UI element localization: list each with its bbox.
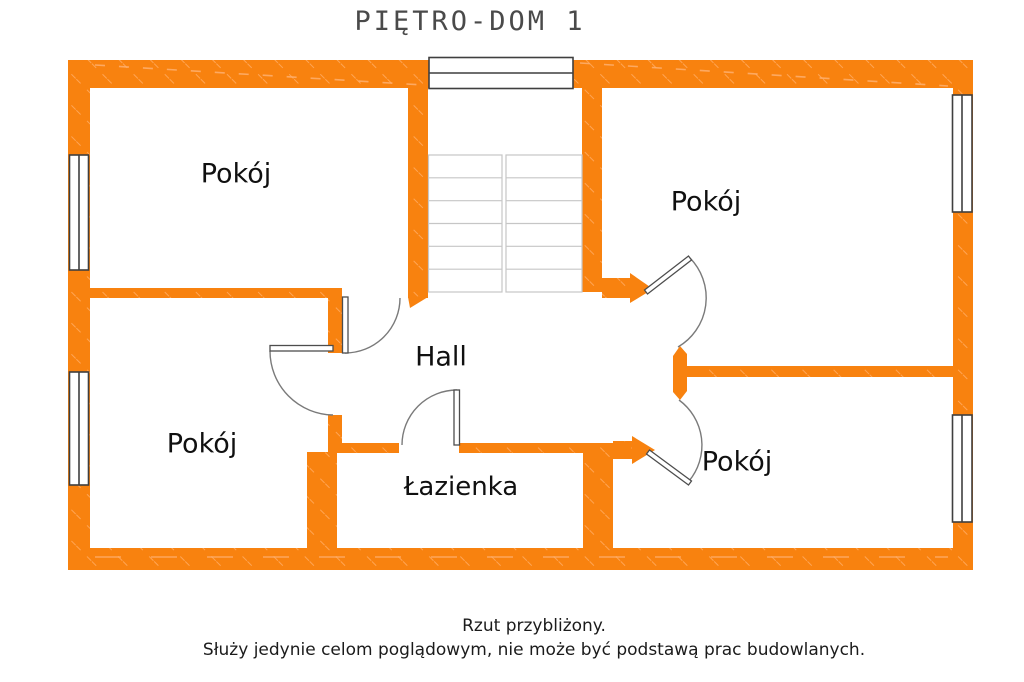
plan-title: PIĘTRO-DOM 1 bbox=[354, 6, 586, 37]
wall-bathroom-top-right-segment bbox=[459, 443, 613, 453]
room-label-pokoj-top-right: Pokój bbox=[670, 186, 742, 218]
walls bbox=[68, 60, 973, 570]
stair-treads-right bbox=[506, 177, 582, 270]
room-label-pokoj-bottom-right: Pokój bbox=[701, 446, 773, 478]
window-right-upper bbox=[951, 94, 973, 213]
doors bbox=[269, 255, 707, 486]
wall-cap-stairwell-left bbox=[408, 297, 428, 308]
room-label-lazienka: Łazienka bbox=[403, 472, 519, 502]
wall-hatch-line bbox=[94, 64, 424, 86]
wall-stairwell-right bbox=[582, 88, 602, 292]
wall-stub-right-doors bbox=[673, 346, 687, 400]
wall-hall-west-upper bbox=[328, 293, 342, 353]
wall-bathroom-right bbox=[583, 443, 613, 548]
wall-right-rooms-divider bbox=[687, 366, 953, 377]
wall-arrow-cap-top bbox=[630, 273, 653, 303]
wall-bathroom-top-left-segment bbox=[330, 443, 399, 453]
room-label-pokoj-bottom-left: Pokój bbox=[166, 428, 238, 460]
window-left-lower bbox=[68, 371, 90, 486]
window-right-lower bbox=[951, 414, 973, 523]
wall-hall-southeast bbox=[613, 441, 632, 459]
windows bbox=[68, 56, 973, 523]
door-pokoj-top-right bbox=[643, 255, 707, 348]
door-pokoj-bottom-left bbox=[269, 344, 334, 416]
room-label-pokoj-top-left: Pokój bbox=[200, 158, 272, 190]
disclaimer-line-2: Służy jedynie celom poglądowym, nie może… bbox=[202, 640, 866, 660]
staircase bbox=[427, 154, 583, 293]
wall-arrow-cap-bottom bbox=[632, 436, 655, 464]
disclaimer: Rzut przybliżony. Służy jedynie celom po… bbox=[0, 614, 1024, 662]
window-left-upper bbox=[68, 154, 90, 271]
room-label-hall: Hall bbox=[415, 341, 467, 373]
window-top bbox=[428, 56, 574, 90]
wall-stairwell-left bbox=[408, 88, 428, 298]
disclaimer-line-1: Rzut przybliżony. bbox=[462, 616, 606, 636]
wall-bathroom-left bbox=[307, 452, 337, 548]
door-lazienka bbox=[401, 389, 461, 446]
wall-bottom-exterior bbox=[68, 548, 973, 570]
stair-treads-left bbox=[428, 177, 502, 270]
wall-hall-northeast bbox=[602, 278, 630, 298]
door-staircase bbox=[341, 296, 401, 354]
wall-left-exterior bbox=[68, 60, 90, 570]
wall-left-rooms-divider bbox=[90, 288, 342, 298]
door-pokoj-bottom-right bbox=[645, 399, 703, 486]
